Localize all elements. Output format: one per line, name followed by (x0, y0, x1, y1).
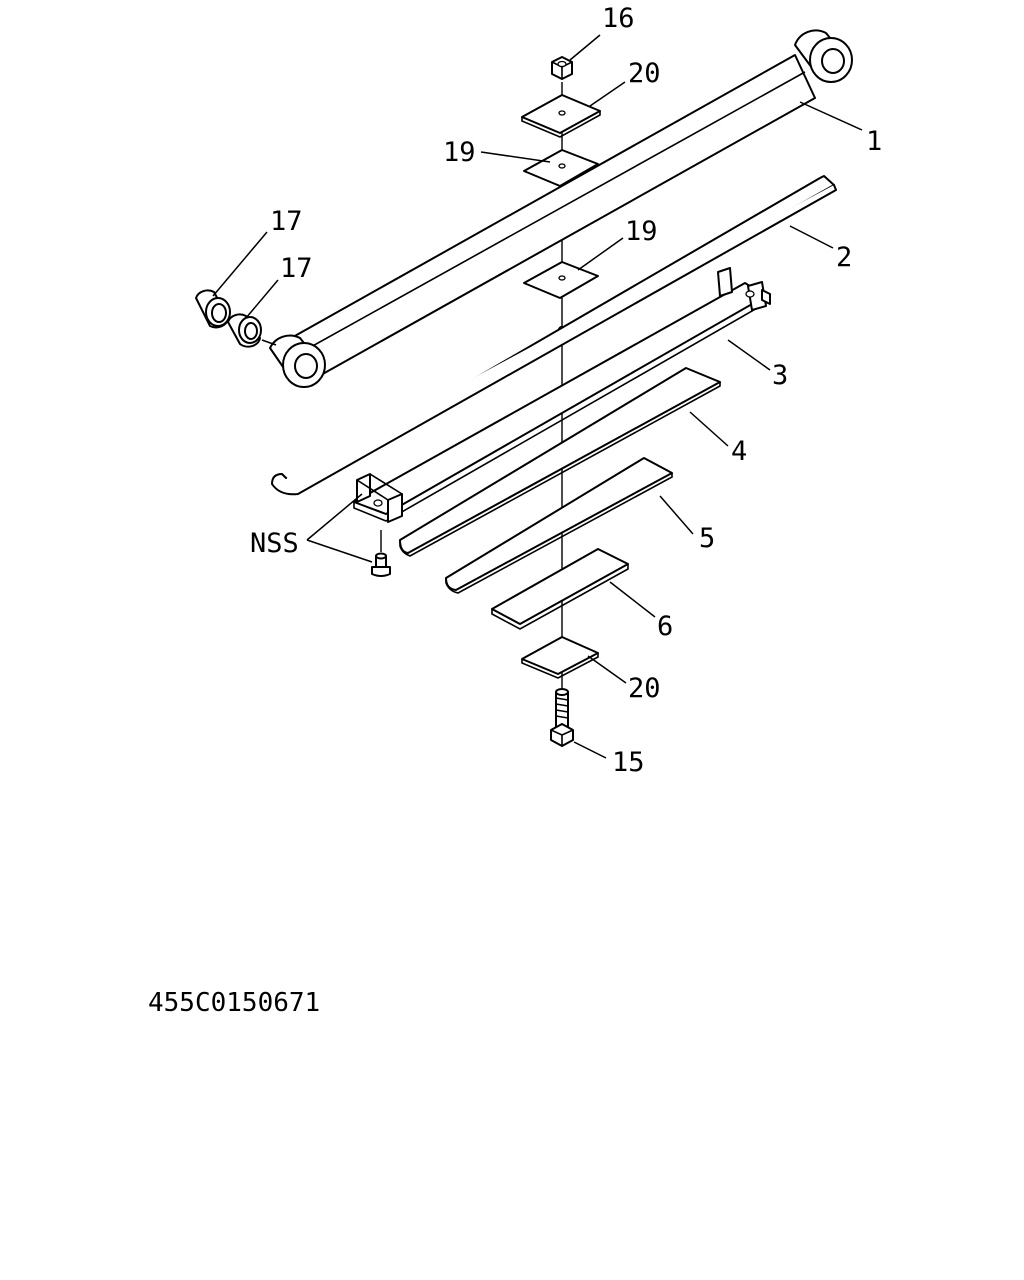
part-19-upper-pad (523, 149, 599, 187)
part-6-sixth-leaf (491, 548, 629, 630)
callout-20-upper: 20 (628, 58, 661, 89)
nss-rivet (371, 530, 391, 577)
part-16-nut (551, 56, 573, 80)
part-5-fifth-leaf (445, 457, 673, 594)
callout-2: 2 (836, 242, 852, 273)
part-4-fourth-leaf (399, 367, 721, 557)
callout-labels: 16 20 19 19 1 2 3 4 5 6 20 15 17 17 NSS (250, 3, 882, 778)
callout-6: 6 (657, 611, 673, 642)
part-17-bushing-outer (195, 289, 231, 329)
callout-4: 4 (731, 436, 747, 467)
callout-15: 15 (612, 747, 645, 778)
part-17-bushing-inner (227, 313, 277, 348)
part-3-third-leaf (353, 267, 771, 523)
callout-1: 1 (866, 126, 882, 157)
part-19-lower-pad (523, 261, 599, 299)
leaf-3-rear-clip (717, 267, 771, 311)
part-20-upper-plate (521, 94, 601, 138)
callout-nss: NSS (250, 528, 299, 559)
part-1-main-leaf (269, 29, 853, 388)
drawing-number: 455C0150671 (148, 988, 321, 1018)
part-2-second-leaf (271, 175, 837, 496)
callout-20-lower: 20 (628, 673, 661, 704)
callout-3: 3 (772, 360, 788, 391)
callout-16: 16 (602, 3, 635, 34)
main-leaf-rear-eye (794, 29, 853, 83)
callout-17-inner: 17 (280, 253, 313, 284)
part-15-center-bolt (550, 688, 574, 747)
main-leaf-front-eye (269, 334, 326, 388)
callout-17-outer: 17 (270, 206, 303, 237)
callout-19-upper: 19 (443, 137, 476, 168)
part-20-lower-plate (521, 636, 599, 679)
callout-5: 5 (699, 523, 715, 554)
leader-lines (212, 34, 863, 759)
callout-19-lower: 19 (625, 216, 658, 247)
